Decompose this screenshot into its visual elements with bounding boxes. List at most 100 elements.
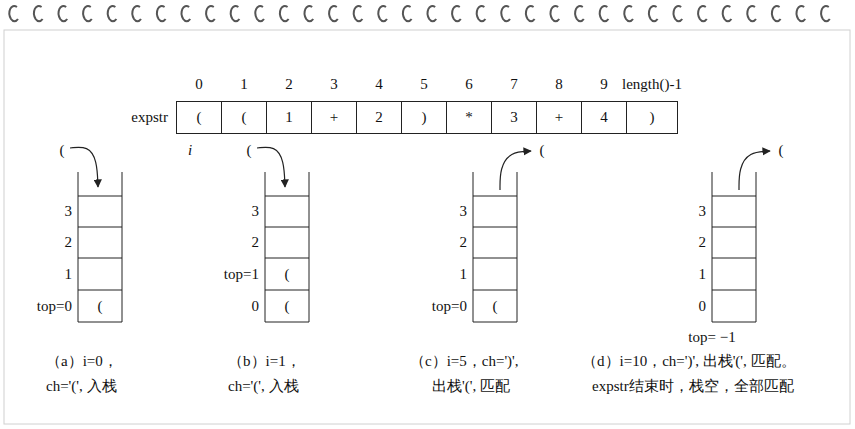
stack-index: 1	[65, 265, 73, 283]
spiral-ring	[575, 6, 584, 21]
curved-arrow	[739, 151, 770, 190]
spiral-ring	[698, 6, 707, 21]
spiral-ring	[526, 6, 535, 21]
stack-index: top=1	[224, 265, 259, 283]
curved-arrow	[70, 147, 98, 187]
stack-index: top= −1	[688, 328, 735, 346]
cell-text: *	[465, 109, 473, 126]
spiral-ring	[797, 6, 806, 21]
array-cell: )	[626, 101, 678, 134]
stack-index: 2	[65, 233, 73, 251]
cell-text: +	[330, 109, 338, 126]
stack-wall	[309, 172, 310, 322]
caption: ch='(', 入栈	[228, 377, 299, 395]
stack-cell-line	[473, 227, 517, 228]
stack-cell-line	[473, 290, 517, 291]
moving-char: (	[60, 141, 65, 159]
stack-cell-line	[473, 322, 517, 323]
array-cell: 1	[266, 101, 312, 134]
stack-index: 3	[699, 202, 707, 220]
stack-index: 2	[460, 233, 468, 251]
stack-wall	[517, 172, 518, 322]
stack-wall	[122, 172, 123, 322]
array-name: expstr	[131, 108, 168, 126]
array-cell: (	[221, 101, 267, 134]
stack-wall	[712, 172, 713, 322]
moving-char: (	[779, 141, 784, 159]
stack-index: 0	[699, 297, 707, 315]
stack-cell-line	[78, 290, 122, 291]
spiral-ring	[674, 6, 683, 21]
spiral-ring	[34, 6, 43, 21]
stack-cell-line	[712, 196, 756, 197]
array-cell: +	[311, 101, 357, 134]
spiral-ring	[329, 6, 338, 21]
stack-cell-line	[473, 258, 517, 259]
spiral-ring	[83, 6, 92, 21]
index-number: 6	[465, 75, 473, 93]
cell-text: (	[242, 109, 247, 126]
spiral-ring	[305, 6, 314, 21]
stack-index: 1	[460, 265, 468, 283]
stack-wall	[473, 172, 474, 322]
cell-text: )	[422, 109, 427, 126]
cell-text: 1	[285, 109, 293, 126]
stack-cell-line	[265, 227, 309, 228]
caption: ch='(', 入栈	[46, 377, 117, 395]
stack-cell: (	[265, 290, 309, 322]
index-number: 8	[555, 75, 563, 93]
stack-index: top=0	[37, 297, 72, 315]
index-number: 5	[420, 75, 428, 93]
stack-cell-line	[712, 258, 756, 259]
caption: 出栈'(', 匹配	[432, 377, 510, 395]
stack-cell-line	[265, 322, 309, 323]
spiral-ring	[452, 6, 461, 21]
page-frame	[4, 30, 850, 424]
spiral-ring	[649, 6, 658, 21]
stack-index: top=0	[432, 297, 467, 315]
stack-index: 2	[699, 233, 707, 251]
array-cell: *	[446, 101, 492, 134]
index-number: length()-1	[622, 75, 682, 93]
spiral-ring	[255, 6, 264, 21]
stack-cell-line	[473, 196, 517, 197]
stack-cell-line	[712, 290, 756, 291]
spiral-ring	[624, 6, 633, 21]
stack-index: 3	[252, 202, 260, 220]
cell-text: (	[197, 109, 202, 126]
stack-index: 3	[460, 202, 468, 220]
stack-wall	[78, 172, 79, 322]
stack-cell-line	[78, 196, 122, 197]
cell-text: (	[493, 298, 498, 315]
spiral-ring	[821, 6, 830, 21]
stack-cell-line	[712, 322, 756, 323]
cell-text: )	[650, 109, 655, 126]
index-number: 2	[285, 75, 293, 93]
moving-char: (	[247, 141, 252, 159]
caption: expstr结束时，栈空，全部匹配	[592, 377, 794, 395]
stack-cell-line	[265, 196, 309, 197]
spiral-ring	[231, 6, 240, 21]
spiral-ring	[280, 6, 289, 21]
array-cell: )	[401, 101, 447, 134]
cell-text: (	[285, 298, 290, 315]
stack-wall	[756, 172, 757, 322]
spiral-ring	[182, 6, 191, 21]
index-number: 4	[375, 75, 383, 93]
array-cell: +	[536, 101, 582, 134]
stack-index: 1	[699, 265, 707, 283]
spiral-ring	[501, 6, 510, 21]
stack-cell-line	[78, 322, 122, 323]
stack-cell-line	[712, 227, 756, 228]
spiral-ring	[772, 6, 781, 21]
curved-arrow	[257, 147, 285, 187]
index-pointer: i	[188, 141, 192, 159]
cell-text: +	[555, 109, 563, 126]
stack-index: 0	[252, 297, 260, 315]
cell-text: (	[98, 298, 103, 315]
index-number: 0	[195, 75, 203, 93]
stack-grids	[78, 172, 756, 322]
spiral-ring	[354, 6, 363, 21]
array-cell: 2	[356, 101, 402, 134]
caption: （a）i=0，	[46, 352, 118, 370]
